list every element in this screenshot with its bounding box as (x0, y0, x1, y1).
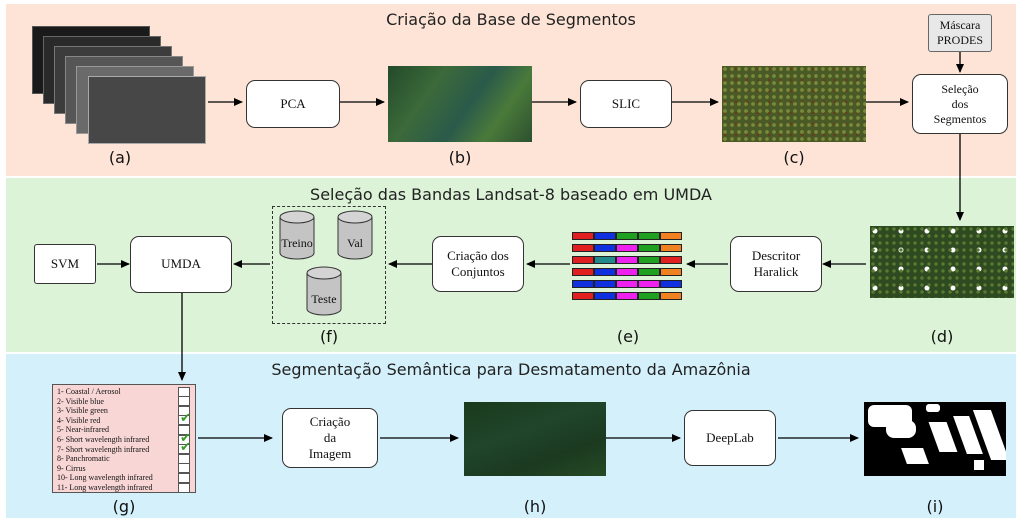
feature-cell (638, 232, 660, 240)
label-b: (b) (448, 148, 472, 167)
feature-cell (638, 280, 660, 288)
band-item: 4- Visible red (57, 415, 101, 425)
label-c: (c) (783, 148, 805, 167)
section-title-segment-base: Criação da Base de Segmentos (386, 10, 636, 29)
feature-cell (616, 244, 638, 252)
label-i: (i) (926, 497, 944, 516)
label-f: (f) (319, 327, 339, 346)
band-checkbox[interactable] (178, 453, 190, 464)
umda-box: UMDA (130, 236, 232, 293)
label-g: (g) (112, 497, 136, 516)
band-item: 6- Short wavelength infrared (57, 435, 150, 444)
section-title-semantic-segmentation: Segmentação Semântica para Desmatamento … (271, 360, 751, 379)
slic-box: SLIC (580, 80, 672, 128)
feature-cell (594, 280, 616, 288)
band-checkbox[interactable] (178, 405, 190, 416)
feature-cell (660, 244, 682, 252)
band-item: 5- Near-infrared (57, 425, 110, 435)
band-checkbox[interactable] (178, 424, 190, 435)
haralick-descriptor-box: Descritor Haralick (730, 236, 822, 292)
feature-cell (616, 256, 638, 264)
band-checkbox[interactable] (178, 396, 190, 407)
feature-cell (638, 268, 660, 276)
selected-segments-image (870, 226, 1014, 298)
feature-cell (638, 292, 660, 300)
feature-cell (660, 232, 682, 240)
feature-cell (594, 268, 616, 276)
band-checkbox[interactable]: ✔ (178, 431, 191, 446)
svm-box: SVM (34, 244, 96, 284)
feature-cell (660, 292, 682, 300)
pca-result-image (388, 66, 532, 142)
deeplab-box: DeepLab (684, 410, 776, 466)
train-set-cylinder: Treino (279, 210, 315, 260)
pca-box: PCA (246, 80, 340, 128)
haralick-feature-vectors (572, 232, 682, 302)
test-set-label: Teste (311, 292, 337, 306)
feature-cell (594, 244, 616, 252)
image-creation-box: Criação da Imagem (282, 408, 378, 468)
band-item: 2- Visible blue (57, 396, 104, 406)
feature-cell (660, 256, 682, 264)
slic-superpixel-image (722, 66, 866, 142)
segment-selection-box: Seleção dos Segmentos (912, 74, 1008, 134)
test-set-cylinder: Teste (306, 266, 342, 316)
feature-cell (572, 292, 594, 300)
feature-cell (594, 292, 616, 300)
validation-set-label: Val (347, 236, 363, 250)
band-checkbox[interactable]: ✔ (178, 411, 191, 426)
composed-image (464, 402, 606, 476)
checkmark-icon: ✔ (180, 440, 191, 456)
band-checkbox[interactable] (178, 386, 190, 397)
feature-cell (572, 256, 594, 264)
feature-cell (572, 280, 594, 288)
train-set-label: Treino (281, 236, 313, 250)
checkmark-icon: ✔ (180, 430, 191, 446)
feature-cell (572, 232, 594, 240)
label-h: (h) (523, 497, 547, 516)
band-item: 10- Long wavelength infrared (57, 473, 153, 483)
feature-cell (616, 292, 638, 300)
feature-cell (616, 268, 638, 276)
feature-cell (572, 244, 594, 252)
label-a: (a) (108, 148, 132, 167)
label-e: (e) (616, 327, 640, 346)
band-checkbox[interactable] (178, 472, 190, 483)
feature-cell (594, 256, 616, 264)
prodes-mask-box: Máscara PRODES (928, 14, 992, 52)
band-checkbox[interactable] (178, 463, 190, 474)
checkmark-icon: ✔ (180, 411, 191, 427)
feature-cell (616, 232, 638, 240)
dataset-creation-box: Criação dos Conjuntos (432, 236, 524, 292)
feature-cell (572, 268, 594, 276)
feature-cell (616, 280, 638, 288)
feature-cell (660, 268, 682, 276)
band-item: 8- Panchromatic (57, 454, 110, 464)
validation-set-cylinder: Val (337, 210, 373, 260)
band-checkbox[interactable] (178, 482, 190, 493)
band-item: 3- Visible green (57, 406, 108, 416)
feature-cell (594, 232, 616, 240)
feature-cell (638, 256, 660, 264)
deforestation-mask-image (864, 402, 1006, 476)
band-item: 9- Cirrus (57, 463, 86, 473)
feature-cell (660, 280, 682, 288)
feature-cell (638, 244, 660, 252)
band-item: 7- Short wavelength infrared (57, 444, 150, 454)
datasets-group (272, 206, 386, 324)
label-d: (d) (930, 327, 954, 346)
band-checkbox[interactable]: ✔ (178, 440, 191, 455)
band-item: 1- Coastal / Aerosol (57, 387, 121, 396)
section-title-band-selection: Seleção das Bandas Landsat-8 baseado em … (310, 185, 712, 204)
band-item: 11- Long wavelength infrared (57, 483, 153, 492)
